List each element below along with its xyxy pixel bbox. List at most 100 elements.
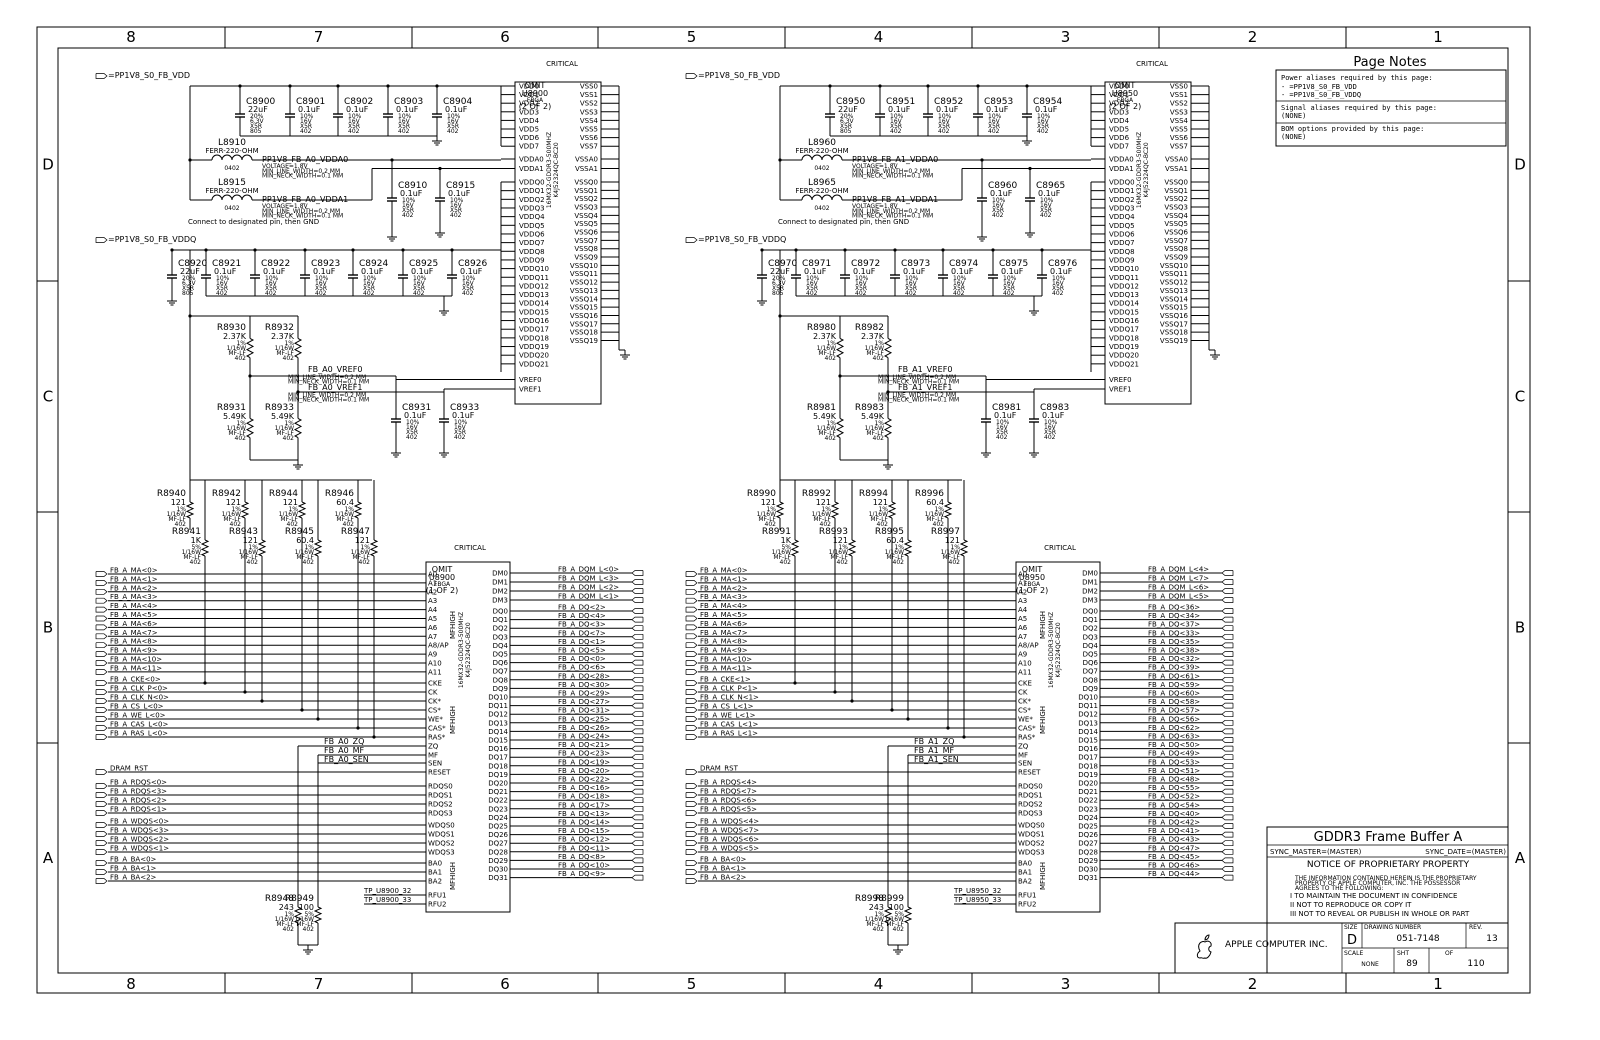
mfhigh-label: MFHIGH [1039, 611, 1047, 639]
chip-pin-name: DQ5 [1083, 651, 1098, 659]
capacitor-note: 20% [772, 275, 786, 282]
off-page-connector-icon [1221, 840, 1234, 847]
chip-pin-name: DM1 [492, 579, 508, 587]
data-net-label: FB_A_DQ<55> [1148, 784, 1200, 792]
chip-pin-name: A3 [1018, 597, 1027, 605]
resistor-note: MF-LF [336, 516, 354, 523]
capacitor-ref: C8970 [768, 259, 797, 269]
chip-pin-name: DM3 [492, 597, 508, 605]
capacitor-ref: C8952 [934, 97, 963, 107]
off-page-connector-icon [95, 801, 108, 807]
chip-pin-name: DQ11 [1078, 702, 1098, 710]
data-net-label: FB_A_DQ<19> [558, 758, 610, 766]
resistor-note: 1% [248, 544, 258, 551]
resistor-note: 1% [874, 911, 884, 918]
chip-pin-name: VDDQ7 [1109, 239, 1135, 247]
chip-pin-name: A11 [1018, 668, 1032, 676]
chip-pin-name: A5 [1018, 615, 1027, 623]
data-net-label: FB_A_DQ<62> [1148, 724, 1200, 732]
data-net-label: FB_A_DQ<44> [1148, 870, 1200, 878]
chip-pin-name: VSS6 [1170, 134, 1189, 142]
data-net-label: FB_A_DQ<33> [1148, 629, 1200, 637]
capacitor-note: 10% [348, 113, 362, 120]
capacitor-note: 10% [447, 113, 461, 120]
capacitor-note: 10% [406, 419, 420, 426]
resistor-note: MF-LF [296, 921, 314, 928]
signal-net-label: FB_A_MA<2> [700, 584, 748, 592]
resistor-value: 121 [873, 498, 888, 507]
junction-dot [1028, 166, 1032, 171]
capacitor-note: 16V [363, 280, 376, 287]
signal-net-label: FB_A_CLK_N<1> [700, 694, 759, 702]
data-net-label: FB_A_DQ<52> [1148, 793, 1200, 801]
chip-pin-name: A4 [1018, 606, 1028, 614]
chip-part: (1 OF 2) [1016, 586, 1048, 595]
signal-net-label: FB_A_RDQS<2> [110, 797, 167, 805]
signal-net-label: FB_A_WDQS<5> [700, 845, 759, 853]
chip-pin-name: MF [428, 752, 438, 760]
off-page-connector-icon [685, 698, 698, 704]
off-page-connector-icon [685, 707, 698, 713]
chip-part-number: K4J52324QC-BC20 [1143, 142, 1150, 197]
junction-dot [296, 390, 300, 394]
resistor-note: MF-LF [813, 516, 831, 523]
resistor-icon [297, 501, 307, 519]
capacitor-note: 10% [462, 275, 476, 282]
chip-pin-name: DQ17 [488, 754, 508, 762]
vdda-note: VOLTAGE=1.8V [262, 203, 308, 210]
resistor-ref: R8944 [269, 489, 298, 499]
resistor-value: 121 [283, 498, 298, 507]
chip-pin-name: VSS5 [1170, 126, 1188, 134]
chip-pin-name: VDDQ6 [519, 230, 545, 238]
chip-pin-name: VDD3 [519, 108, 539, 116]
chip-pin-name: VDDQ20 [1109, 352, 1139, 360]
off-page-connector-icon [1221, 659, 1234, 666]
chip-omit: OMIT [1022, 565, 1043, 574]
resistor-icon [257, 539, 267, 557]
data-net-label: FB_A_DQ<27> [558, 698, 610, 706]
resistor-note: 402 [303, 559, 315, 566]
data-net-label: FB_A_DQ<35> [1148, 638, 1200, 646]
resistor-note: 1% [934, 506, 944, 513]
off-page-connector-icon [1221, 866, 1234, 872]
junction-dot [886, 390, 890, 394]
resistor-note: 402 [235, 435, 247, 442]
resistor-icon [903, 906, 913, 924]
chip-pin-name: WDQS1 [428, 831, 455, 839]
chip-pin-name: VSSQ10 [570, 262, 598, 270]
capacitor-note: 402 [348, 128, 360, 135]
chip-pin-name: VDDQ20 [519, 352, 549, 360]
off-page-connector-icon [95, 660, 108, 666]
capacitor-note: 16V [413, 280, 426, 287]
signal-net-label: FB_A_MA<8> [700, 638, 748, 646]
off-page-connector-icon [1221, 814, 1234, 821]
data-net-label: FB_A_DQ<40> [1148, 810, 1200, 818]
data-net-label: FB_A_DQ<56> [1148, 715, 1200, 723]
capacitor-value: 0.1uF [361, 267, 384, 276]
chip-pin-name: VSSQ11 [570, 270, 598, 278]
chip-pin-name: VDDQ11 [519, 274, 549, 282]
resistor-note: 402 [873, 355, 885, 362]
chip-pin-name: VSSQ13 [570, 287, 598, 295]
chip-pin-name: VSSQ3 [1164, 204, 1188, 212]
signal-net-label: FB_A_MA<0> [700, 567, 748, 575]
chip-pin-name: DQ14 [488, 728, 508, 736]
off-page-connector-icon [95, 698, 108, 704]
junction-dot [390, 158, 394, 162]
off-page-connector-icon [1221, 597, 1234, 603]
chip-pin-name: A8/AP [1018, 642, 1039, 650]
capacitor-note: X5R [840, 123, 852, 130]
chip-pin-name: VSS2 [580, 100, 598, 108]
signal-net-label: FB_A_MA<1> [110, 575, 158, 583]
capacitor-ref: C8931 [402, 403, 431, 413]
critical-label: CRITICAL [1044, 544, 1076, 552]
chip-pin-name: DQ25 [1078, 823, 1098, 831]
chip-pin-name: DQ2 [493, 625, 508, 633]
page-notes-line: - =PP1V8_S0_FB_VDD [1281, 83, 1357, 91]
resistor-note: 402 [825, 435, 837, 442]
resistor-note: 402 [820, 521, 832, 528]
capacitor-note: X5R [450, 207, 462, 214]
chip-pin-name: VSSA1 [575, 165, 598, 173]
dram-rst-label: DRAM_RST [110, 765, 149, 773]
